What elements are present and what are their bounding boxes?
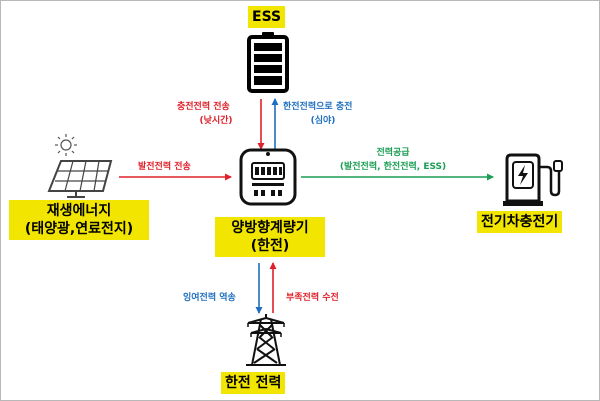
- ess-label: ESS: [248, 6, 286, 28]
- ev-charger-label: 전기차충전기: [477, 211, 563, 233]
- renewable-label: 재생에너지 (태양광,연료전지): [9, 200, 149, 240]
- edge-label-surplus-reverse: 잉여전력 역송: [183, 293, 236, 303]
- meter-label: 양방향계량기 (한전): [215, 217, 325, 257]
- renewable-label-line1: 재생에너지: [46, 203, 112, 219]
- meter-label-line2: (한전): [250, 238, 290, 254]
- edge-label-supply-sources: (발전전력, 한전전력, ESS): [339, 162, 447, 172]
- edge-label-shortage-receive: 부족전력 수전: [286, 293, 339, 303]
- edge-label-generation-send: 발전전력 전송: [138, 162, 191, 172]
- ev-charger-icon: [503, 153, 563, 206]
- edge-label-daytime: (낮시간): [199, 116, 233, 126]
- edge-label-night: (심야): [310, 116, 336, 126]
- transmission-tower-icon: [246, 314, 286, 366]
- renewable-label-line2: (태양광,연료전지): [24, 221, 134, 237]
- edge-label-charge-send: 충전전력 전송: [177, 102, 230, 112]
- solar-panel-icon: [47, 134, 113, 198]
- electric-meter-icon: [239, 148, 297, 206]
- edge-label-power-supply: 전력공급: [376, 148, 410, 158]
- grid-label: 한전 전력: [221, 372, 286, 394]
- edge-label-kepco-charge: 한전전력으로 충전: [283, 102, 353, 112]
- battery-icon: [247, 32, 289, 93]
- meter-label-line1: 양방향계량기: [231, 220, 309, 236]
